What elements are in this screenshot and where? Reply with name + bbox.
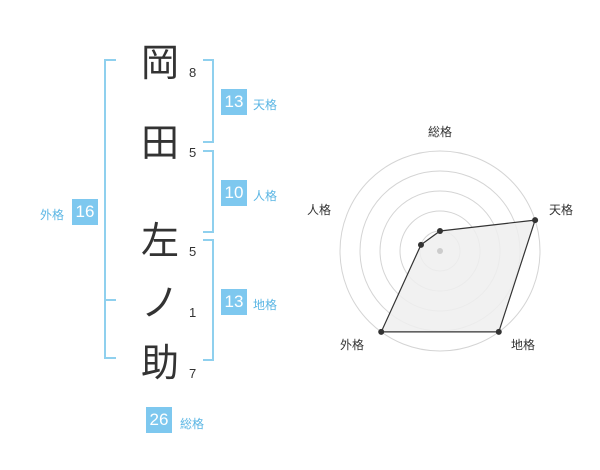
radar-point-1 <box>532 217 539 224</box>
axis-label-soukaku: 総格 <box>428 125 453 139</box>
radar-series-polygon <box>380 219 536 333</box>
name-char-3: 左 <box>141 219 180 263</box>
axis-label-jinkaku: 人格 <box>307 203 332 217</box>
chikaku-value: 13 <box>221 289 247 315</box>
radar-point-0 <box>437 228 443 234</box>
jinkaku-value: 10 <box>221 180 247 206</box>
chikaku-bracket <box>203 239 214 361</box>
tenkaku-label: 天格 <box>253 98 278 112</box>
name-char-1: 岡 <box>141 41 180 85</box>
name-char-2: 田 <box>141 121 180 165</box>
stroke-count-3: 5 <box>189 244 197 259</box>
jinkaku-bracket <box>203 150 214 233</box>
tenkaku-value: 13 <box>221 89 247 115</box>
tenkaku-bracket <box>203 59 214 143</box>
soukaku-value: 26 <box>146 407 172 433</box>
radar-grid-ring <box>339 150 541 352</box>
radar-point-3 <box>378 328 385 335</box>
stroke-count-1: 8 <box>189 65 197 80</box>
radar-point-4 <box>417 241 424 248</box>
axis-label-tenkaku: 天格 <box>549 203 574 217</box>
name-char-4: ノ <box>141 281 180 325</box>
chikaku-label: 地格 <box>253 298 278 312</box>
stroke-count-4: 1 <box>189 305 197 320</box>
gaikaku-value: 16 <box>72 199 98 225</box>
name-char-5: 助 <box>141 341 180 385</box>
stroke-count-2: 5 <box>189 145 197 160</box>
gaikaku-bracket <box>104 59 116 301</box>
stroke-count-5: 7 <box>189 366 197 381</box>
radar-point-2 <box>495 328 502 335</box>
axis-label-chikaku: 地格 <box>511 338 536 352</box>
gaikaku-label: 外格 <box>40 208 65 222</box>
jinkaku-label: 人格 <box>253 189 278 203</box>
axis-label-gaikaku: 外格 <box>340 338 365 352</box>
gaikaku-bracket-lower <box>104 298 116 359</box>
radar-center-dot <box>437 248 443 254</box>
soukaku-label: 総格 <box>180 417 205 431</box>
